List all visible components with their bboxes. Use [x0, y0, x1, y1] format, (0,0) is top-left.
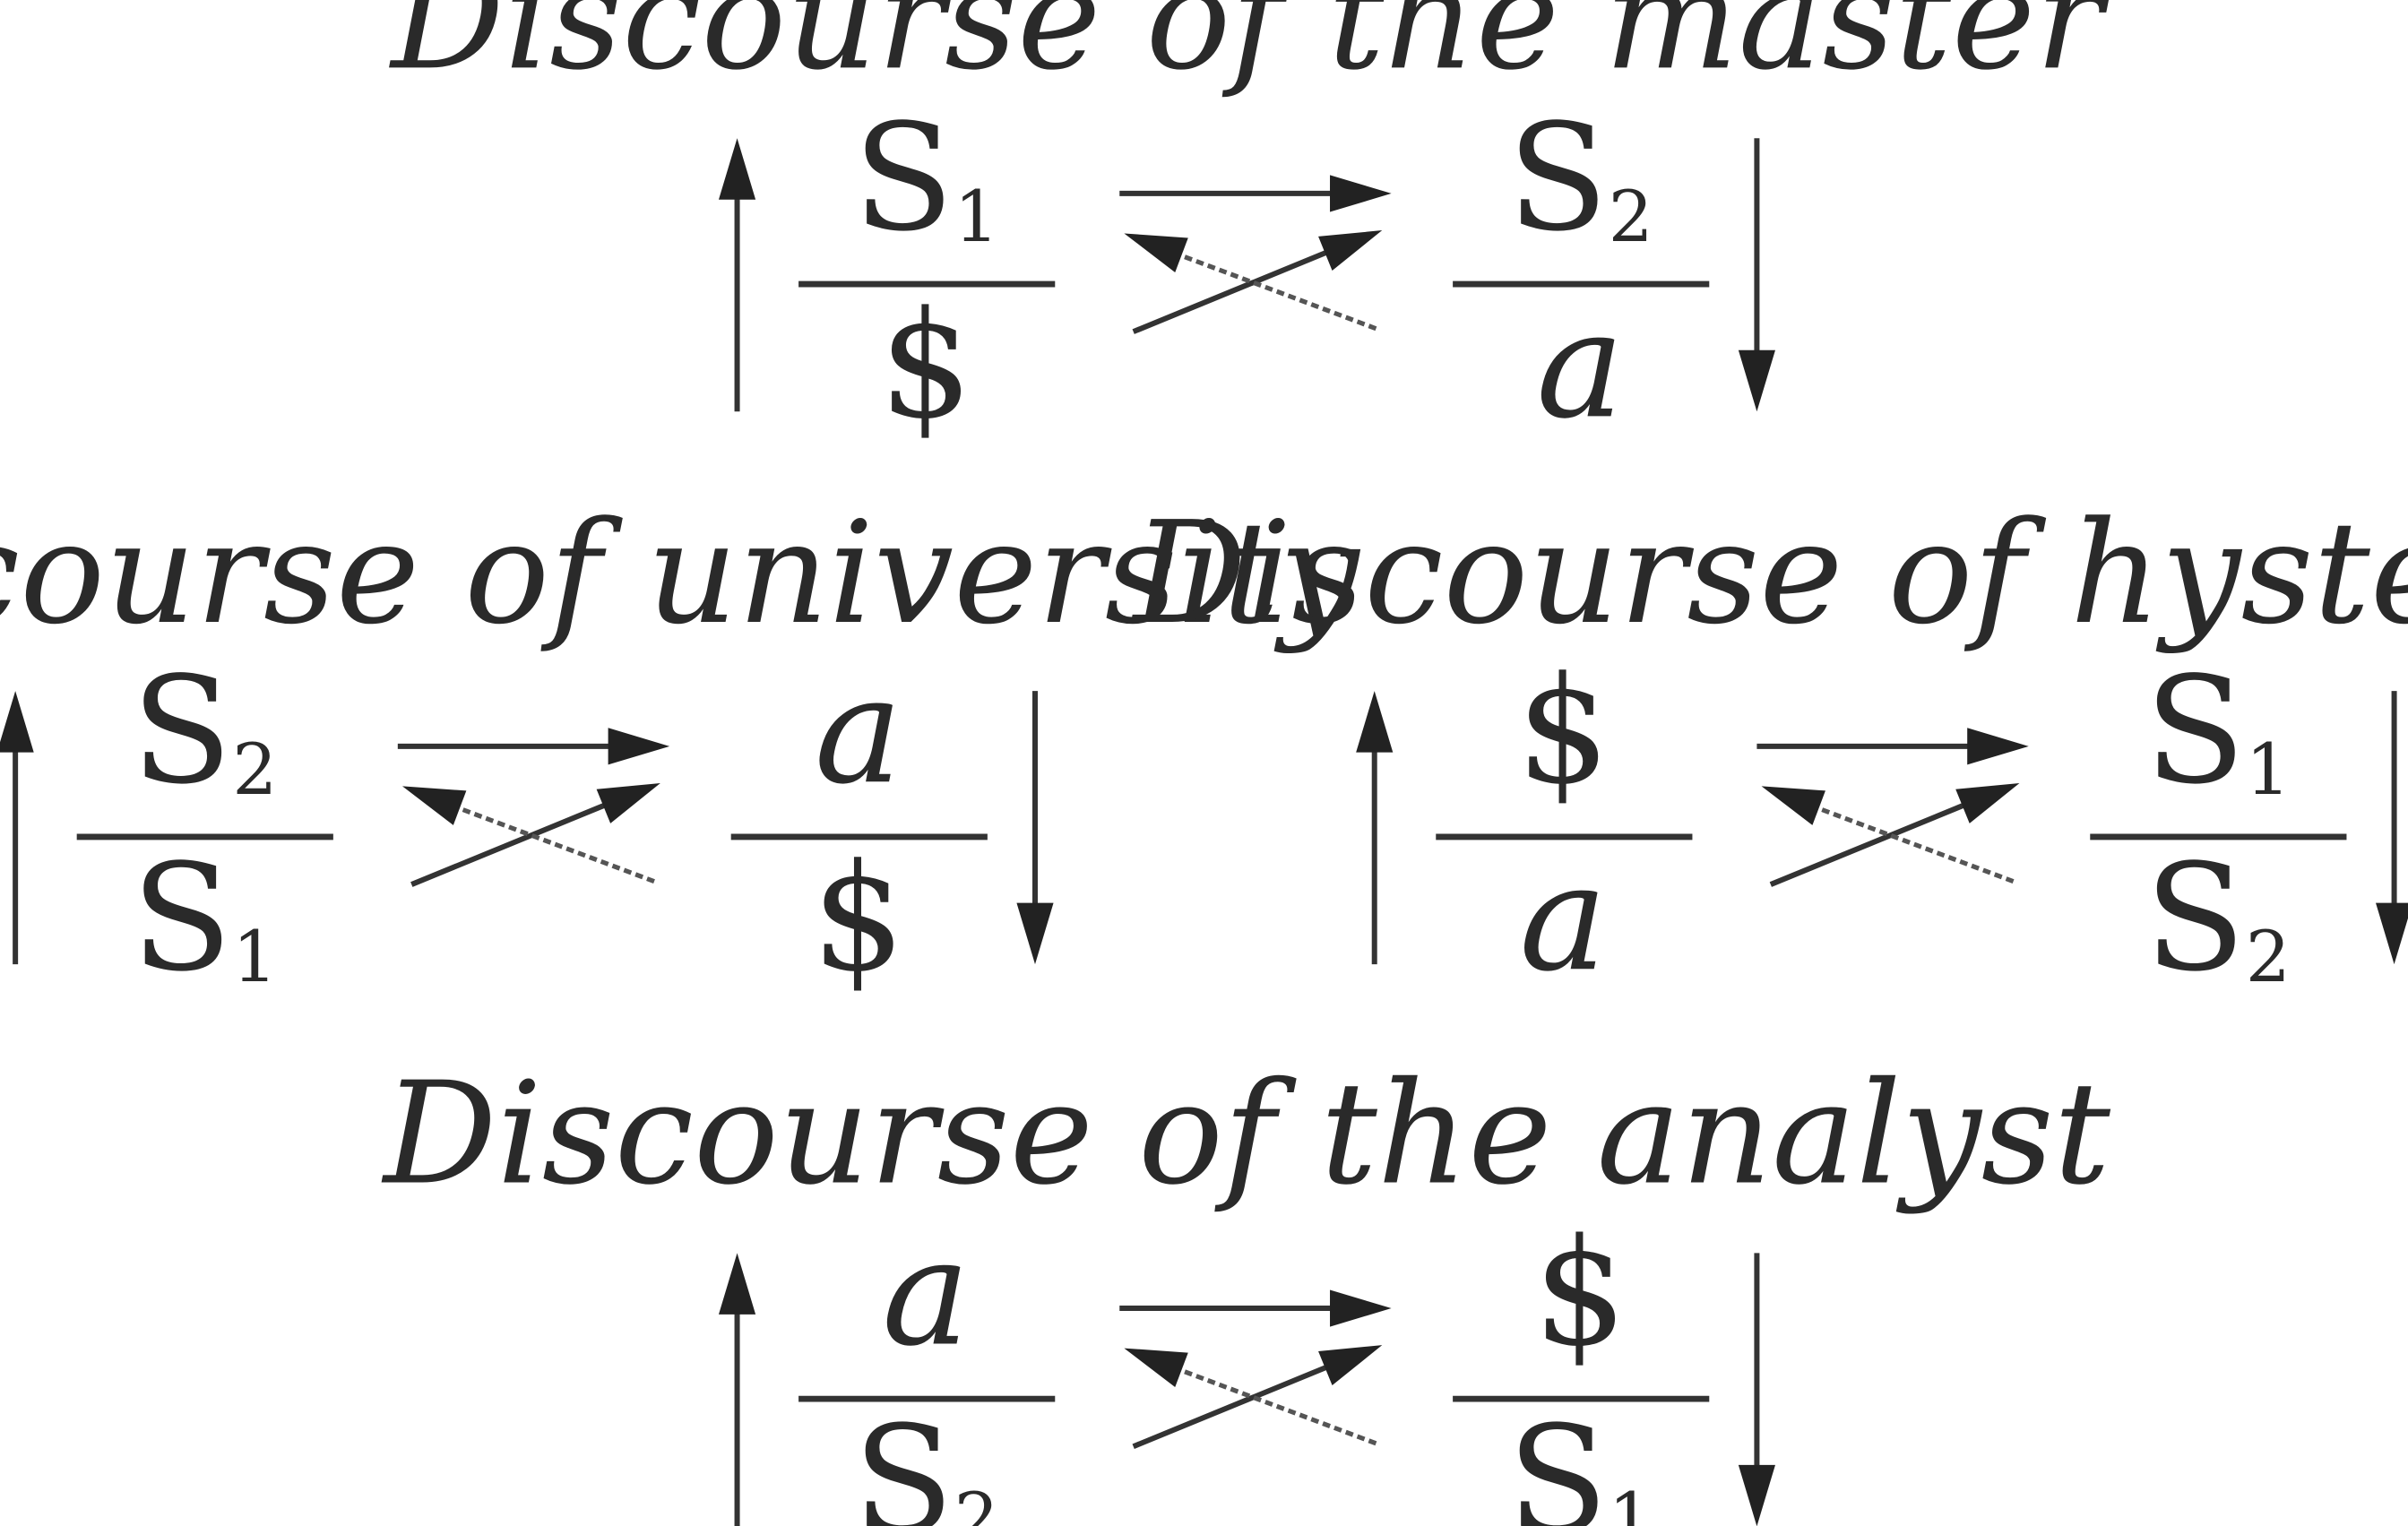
product-term-index: 1: [1609, 1478, 1653, 1526]
product-term-symbol: S: [1507, 1394, 1609, 1526]
truth-term-symbol: S: [131, 832, 232, 1004]
right-arrowhead: [1330, 175, 1392, 212]
up-arrowhead: [718, 138, 756, 200]
agent-term-index: 1: [954, 176, 999, 258]
other-term-symbol: $: [1533, 1206, 1627, 1378]
down-arrowhead: [2376, 902, 2408, 965]
right-arrowhead: [1967, 728, 2029, 765]
agent-term-symbol: S: [131, 644, 232, 816]
other-term: a: [815, 644, 902, 816]
diagonal-arrow-up: [410, 797, 619, 887]
right-arrowhead: [1330, 1289, 1392, 1327]
truth-term-index: 2: [954, 1478, 999, 1526]
truth-term: $: [879, 279, 973, 451]
other-term-index: 2: [1609, 176, 1653, 258]
diagonal-up-arrowhead: [1318, 230, 1383, 271]
other-term-symbol: a: [815, 644, 902, 816]
truth-term: S2: [853, 1394, 999, 1526]
product-term-symbol: a: [1536, 279, 1624, 451]
agent-term: $: [1516, 644, 1610, 816]
up-arrowhead: [0, 691, 34, 753]
diagonal-arrow-back: [1166, 247, 1377, 332]
truth-term: a: [1519, 832, 1607, 1004]
diagonal-up-arrowhead: [1318, 1345, 1383, 1386]
product-term: S2: [2145, 832, 2291, 1004]
truth-term-symbol: S: [853, 1394, 954, 1526]
diagonal-up-arrowhead: [596, 782, 660, 823]
up-arrowhead: [1356, 691, 1394, 753]
diagonal-arrow-back: [1803, 800, 2015, 884]
product-term-symbol: $: [812, 832, 906, 1004]
discourse-title: Discourse of the master: [388, 0, 2110, 101]
other-term-index: 1: [2246, 729, 2291, 811]
up-arrowhead: [718, 1253, 756, 1315]
right-arrowhead: [608, 728, 670, 765]
agent-term-symbol: $: [1516, 644, 1610, 816]
agent-term-symbol: S: [853, 91, 954, 263]
diagonal-arrow-up: [1132, 245, 1341, 334]
diagonal-back-arrowhead: [401, 786, 467, 825]
agent-term: S2: [131, 644, 277, 816]
diagonal-up-arrowhead: [1955, 782, 2020, 823]
down-arrowhead: [1016, 902, 1054, 965]
product-term: S1: [1507, 1394, 1653, 1526]
other-term: S2: [1507, 91, 1653, 263]
product-term: $: [812, 832, 906, 1004]
agent-term-index: 2: [232, 729, 277, 811]
discourse-title: Discourse of university: [0, 492, 1360, 656]
diagonal-arrow-up: [1769, 797, 1978, 887]
down-arrowhead: [1738, 349, 1775, 412]
product-term: a: [1536, 279, 1624, 451]
other-term-symbol: S: [2145, 644, 2246, 816]
agent-term: a: [882, 1206, 970, 1378]
other-term-symbol: S: [1507, 91, 1609, 263]
truth-term-symbol: a: [1519, 832, 1607, 1004]
truth-term: S1: [131, 832, 277, 1004]
diagonal-back-arrowhead: [1124, 1348, 1188, 1388]
diagonal-back-arrowhead: [1761, 786, 1825, 825]
down-arrowhead: [1738, 1464, 1775, 1526]
other-term: $: [1533, 1206, 1627, 1378]
diagonal-arrow-back: [444, 800, 655, 884]
truth-term-symbol: $: [879, 279, 973, 451]
diagonal-arrow-back: [1166, 1363, 1377, 1446]
product-term-index: 2: [2246, 916, 2291, 998]
diagonal-back-arrowhead: [1124, 233, 1188, 272]
agent-term: S1: [853, 91, 999, 263]
other-term: S1: [2145, 644, 2291, 816]
agent-term-symbol: a: [882, 1206, 970, 1378]
discourse-title: Discourse of hysteria: [1131, 492, 2408, 656]
product-term-symbol: S: [2145, 832, 2246, 1004]
truth-term-index: 1: [232, 916, 277, 998]
diagonal-arrow-up: [1132, 1359, 1341, 1450]
discourse-title: Discourse of the analyst: [381, 1053, 2111, 1217]
